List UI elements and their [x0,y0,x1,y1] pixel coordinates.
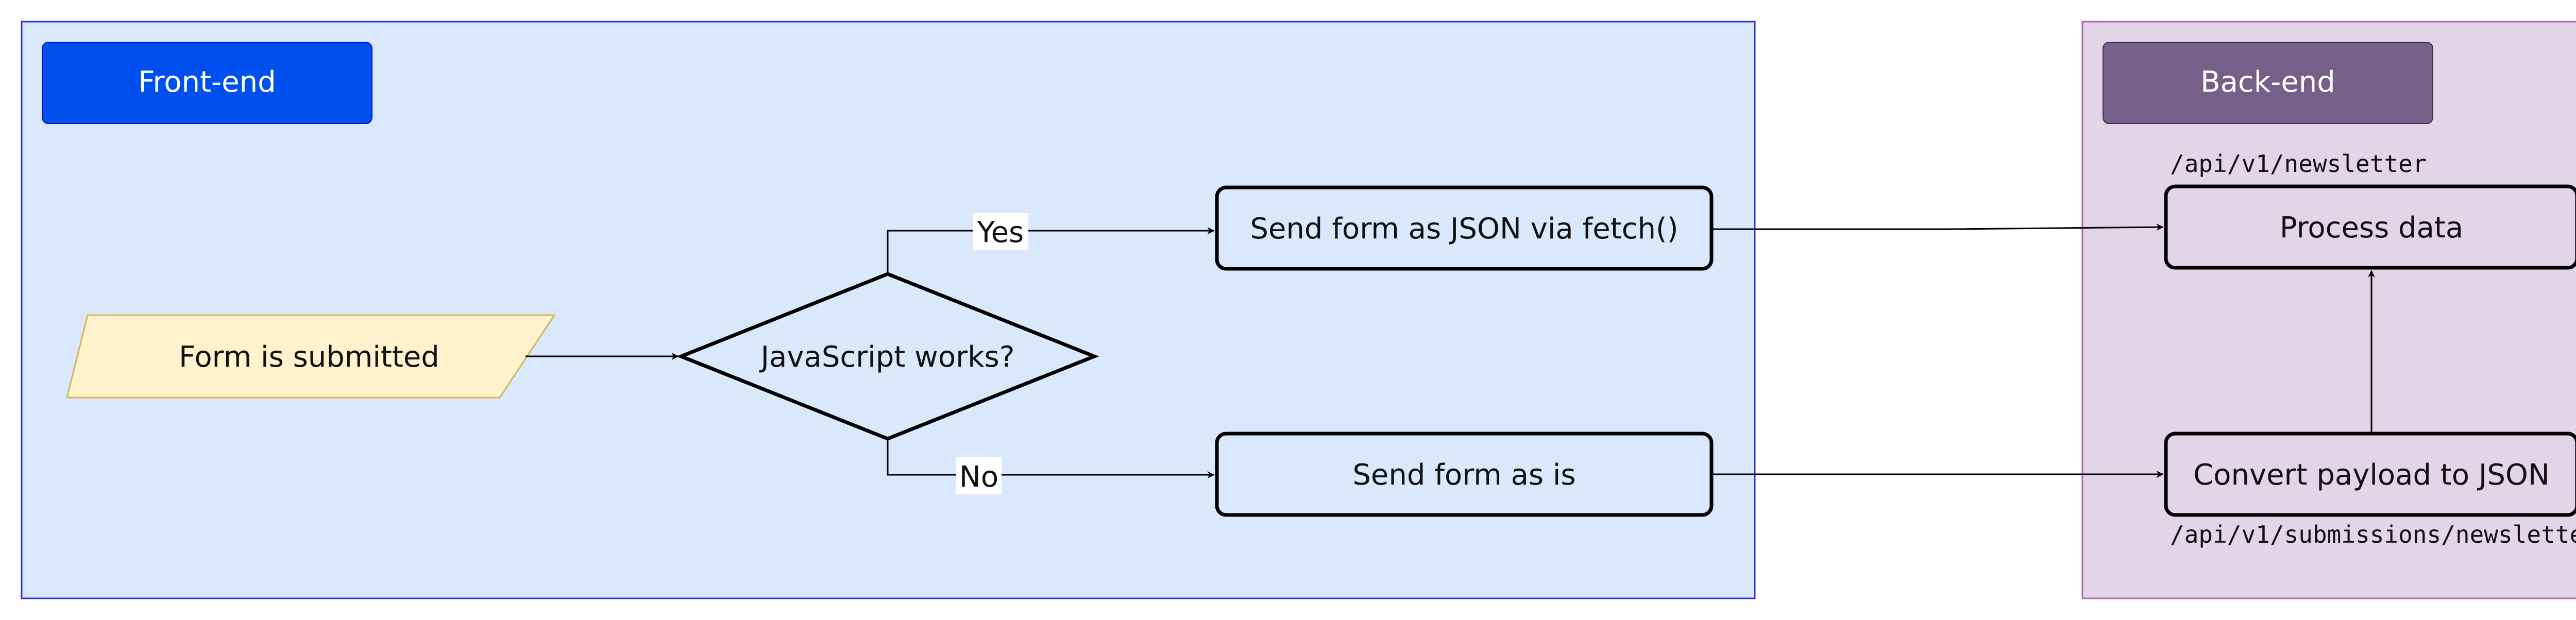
process-data-node [2164,184,2576,270]
newsletter-endpoint: /api/v1/newsletter [2170,150,2427,178]
no-label-bg [956,457,1002,494]
edge-json-to-process [1711,223,2164,231]
submissions-endpoint: /api/v1/submissions/newsletter [2170,521,2576,548]
backend-badge [2103,42,2433,124]
yes-label: Yes [977,216,1024,249]
send-as-is-label: Send form as is [1352,458,1575,492]
edge-decision-no [887,439,1215,478]
start-node [66,314,555,399]
send-json-label: Send form as JSON via fetch() [1250,212,1678,246]
frontend-badge [42,42,372,124]
backend-title: Back-end [2200,65,2335,99]
no-label: No [959,460,998,494]
process-data-label: Process data [2280,211,2463,245]
convert-payload-label: Convert payload to JSON [2193,458,2550,492]
edge-decision-yes [887,227,1215,274]
yes-label-bg [973,213,1028,250]
decision-label: JavaScript works? [759,340,1015,374]
frontend-title: Front-end [138,65,276,99]
send-json-node [1215,185,1714,271]
start-label: Form is submitted [179,340,439,374]
